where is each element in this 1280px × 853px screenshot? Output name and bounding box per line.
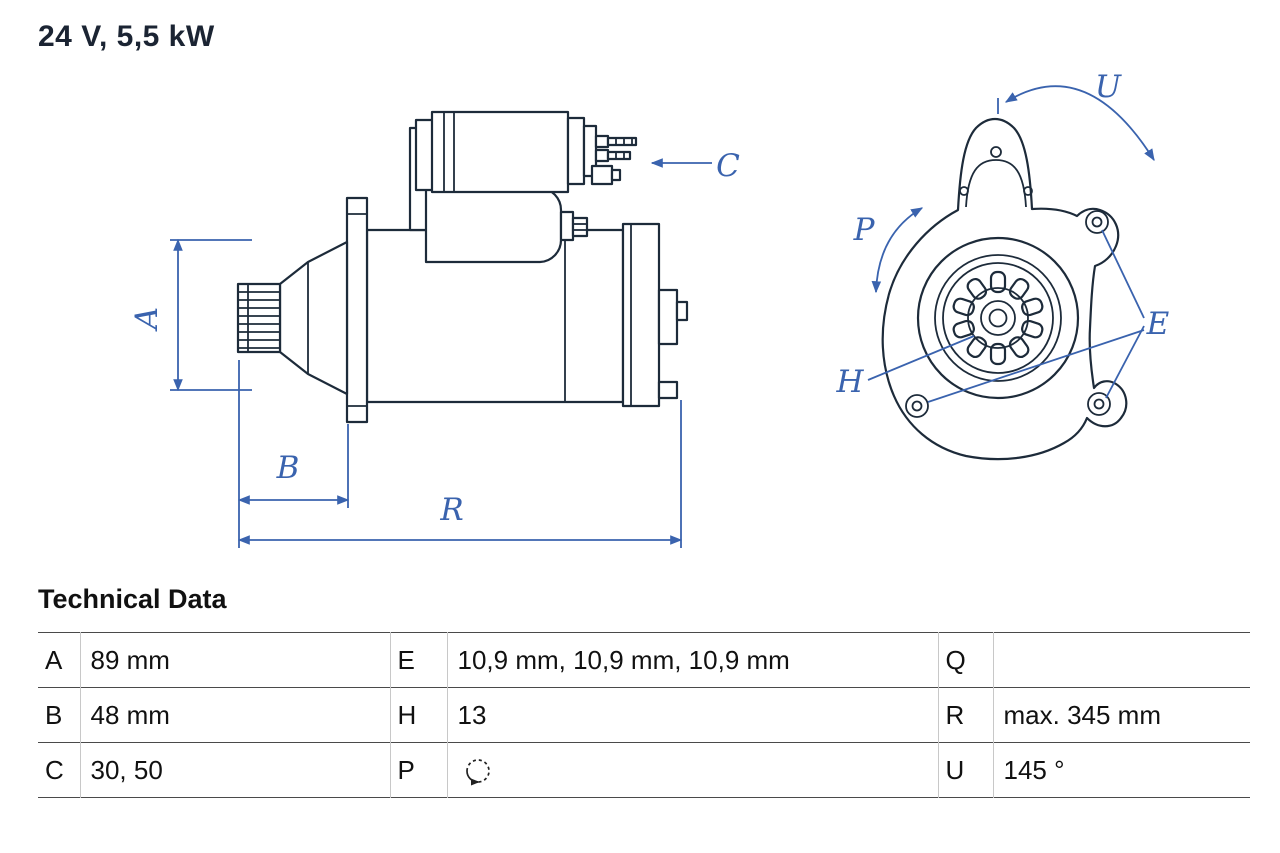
spec-row-2: B 48 mm H 13 R max. 345 mm: [38, 687, 1250, 743]
spec-key-p: P: [389, 742, 447, 798]
spec-value-e: 10,9 mm, 10,9 mm, 10,9 mm: [446, 632, 938, 688]
spec-row-3: C 30, 50 P U 145 °: [38, 742, 1250, 798]
dimension-label-e: E: [1146, 306, 1170, 342]
technical-data-table: A 89 mm E 10,9 mm, 10,9 mm, 10,9 mm Q B …: [38, 632, 1250, 798]
spec-key-u: U: [937, 742, 993, 798]
starter-motor-technical-drawing: A B R C: [129, 69, 1170, 548]
spec-key-e: E: [389, 632, 447, 688]
spec-value-h: 13: [446, 687, 938, 743]
dimension-label-a: A: [129, 307, 165, 332]
spec-value-u: 145 °: [992, 742, 1250, 798]
technical-data-heading: Technical Data: [38, 584, 227, 614]
dimension-label-h: H: [835, 364, 864, 400]
side-view: [236, 110, 689, 424]
spec-key-r: R: [937, 687, 993, 743]
spec-row-1: A 89 mm E 10,9 mm, 10,9 mm, 10,9 mm Q: [38, 632, 1250, 688]
dimension-label-c: C: [716, 148, 740, 184]
rotation-ccw-icon: [465, 758, 490, 786]
spec-key-b: B: [45, 699, 63, 730]
spec-value-a: 89 mm: [79, 632, 390, 688]
spec-key-q: Q: [937, 632, 993, 688]
spec-value-c: 30, 50: [79, 742, 390, 798]
dimension-label-u: U: [1095, 69, 1122, 105]
side-view-dimensions: A B R C: [129, 148, 740, 548]
spec-key-a: A: [45, 644, 63, 675]
dimension-label-r: R: [439, 492, 463, 528]
spec-value-q: [992, 632, 1250, 688]
spec-value-b: 48 mm: [79, 687, 390, 743]
dimension-label-p: P: [853, 212, 876, 248]
pinion-gear: [952, 270, 1044, 366]
spec-key-c: C: [45, 754, 64, 785]
dimension-label-b: B: [276, 450, 300, 486]
spec-value-p: [446, 742, 938, 798]
front-view-annotations: U P E H: [835, 69, 1170, 403]
product-title: 24 V, 5,5 kW: [38, 20, 215, 53]
front-view: [881, 117, 1128, 461]
spec-value-r: max. 345 mm: [992, 687, 1250, 743]
spec-key-h: H: [389, 687, 447, 743]
